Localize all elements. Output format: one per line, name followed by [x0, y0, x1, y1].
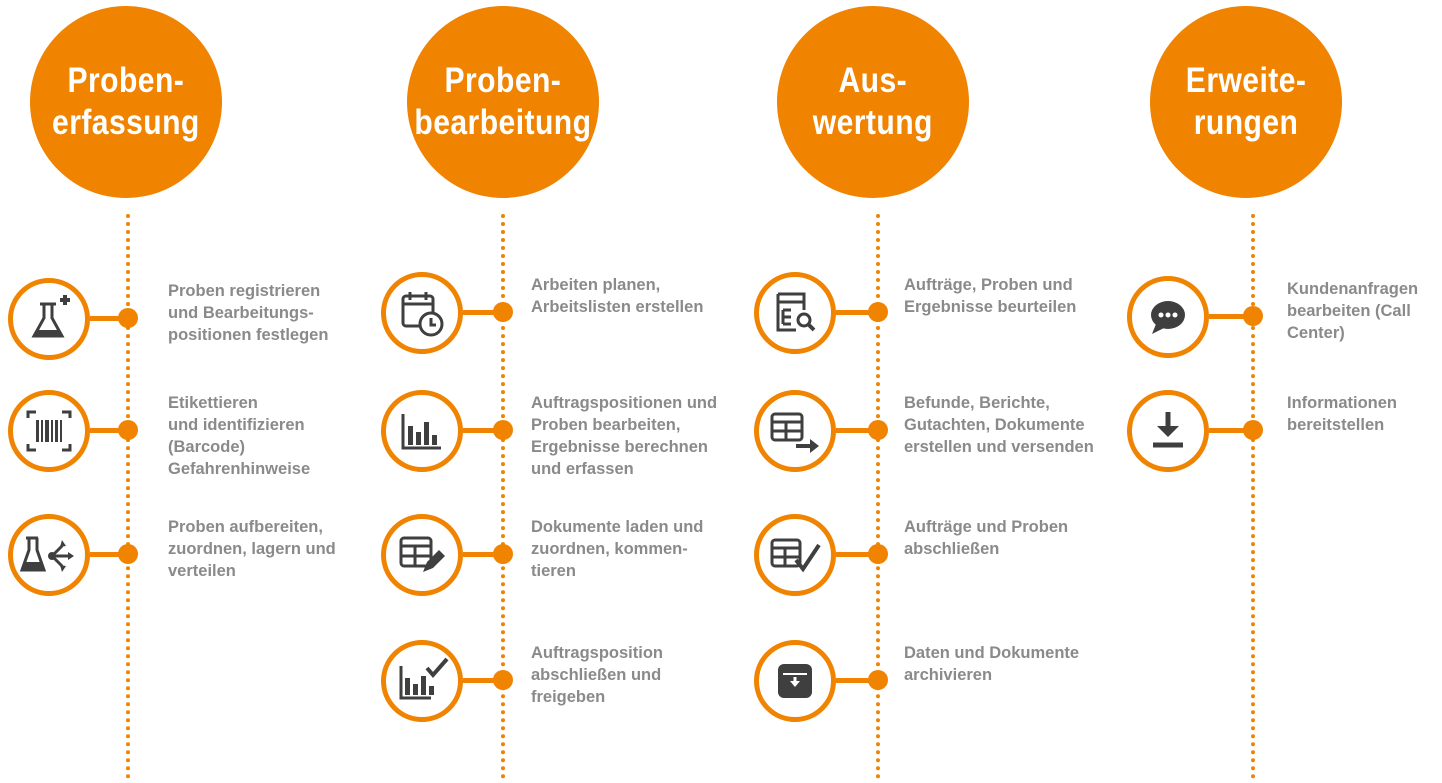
step-label: Befunde, Berichte, Gutachten, Dokumente … [904, 394, 1094, 456]
step-item: Dokumente laden und zuordnen, kommen- ti… [381, 514, 751, 598]
step-label: Aufträge, Proben und Ergebnisse beurteil… [904, 276, 1077, 316]
connector-line [1209, 428, 1253, 433]
phase-title: Proben- erfassung [52, 61, 200, 142]
connector-line [463, 678, 503, 683]
timeline-dotted-line [1251, 214, 1255, 779]
step-label: Auftragsposition abschließen und freigeb… [531, 644, 663, 706]
timeline-dot [1243, 306, 1263, 326]
step-item: Befunde, Berichte, Gutachten, Dokumente … [754, 390, 1124, 474]
timeline-dotted-line [126, 214, 130, 779]
connector-line [836, 678, 878, 683]
step-label: Aufträge und Proben abschließen [904, 518, 1069, 558]
step-item: Aufträge, Proben und Ergebnisse beurteil… [754, 272, 1124, 356]
bar-chart-check-icon [381, 640, 463, 722]
step-item: Aufträge und Proben abschließen [754, 514, 1124, 598]
step-label: Auftragspositionen und Proben bearbeiten… [531, 394, 718, 478]
timeline-dotted-line [876, 214, 880, 779]
barcode-icon [8, 390, 90, 472]
phase-header: Aus- wertung [777, 6, 969, 198]
connector-line [463, 310, 503, 315]
step-item: Auftragspositionen und Proben bearbeiten… [381, 390, 751, 478]
flask-distribute-icon [8, 514, 90, 596]
phase-header: Proben- bearbeitung [407, 6, 599, 198]
table-check-icon [754, 514, 836, 596]
timeline-dot [493, 544, 513, 564]
step-label: Arbeiten planen, Arbeitslisten erstellen [531, 276, 704, 316]
phase-title: Proben- bearbeitung [414, 61, 592, 142]
phase-title: Aus- wertung [812, 61, 934, 142]
timeline-dot [868, 302, 888, 322]
timeline-dot [868, 420, 888, 440]
connector-line [836, 552, 878, 557]
step-label: Etikettieren und identifizieren (Barcode… [168, 394, 311, 478]
timeline-dot [868, 544, 888, 564]
step-item: Kundenanfragen bearbeiten (Call Center) [1127, 276, 1442, 360]
timeline-dot [118, 308, 138, 328]
timeline-dotted-line [501, 214, 505, 779]
table-export-icon [754, 390, 836, 472]
phase-header: Proben- erfassung [30, 6, 222, 198]
step-label: Informationen bereitstellen [1287, 394, 1397, 434]
step-item: Auftragsposition abschließen und freigeb… [381, 640, 751, 724]
phase-title: Erweite- rungen [1185, 61, 1307, 142]
connector-line [836, 310, 878, 315]
step-label: Daten und Dokumente archivieren [904, 644, 1080, 684]
step-label: Kundenanfragen bearbeiten (Call Center) [1287, 280, 1419, 342]
timeline-dot [118, 420, 138, 440]
step-label: Proben aufbereiten, zuordnen, lagern und… [168, 518, 336, 580]
step-item: Arbeiten planen, Arbeitslisten erstellen [381, 272, 751, 356]
step-item: Informationen bereitstellen [1127, 390, 1442, 474]
chat-bubble-icon [1127, 276, 1209, 358]
timeline-dot [493, 420, 513, 440]
connector-line [1209, 314, 1253, 319]
timeline-dot [118, 544, 138, 564]
flask-plus-icon [8, 278, 90, 360]
connector-line [90, 316, 128, 321]
phase-header: Erweite- rungen [1150, 6, 1342, 198]
table-edit-icon [381, 514, 463, 596]
step-item: Proben aufbereiten, zuordnen, lagern und… [8, 514, 378, 598]
step-label: Dokumente laden und zuordnen, kommen- ti… [531, 518, 704, 580]
connector-line [90, 552, 128, 557]
step-item: Etikettieren und identifizieren (Barcode… [8, 390, 378, 478]
step-item: Daten und Dokumente archivieren [754, 640, 1124, 724]
connector-line [463, 552, 503, 557]
timeline-dot [1243, 420, 1263, 440]
timeline-dot [868, 670, 888, 690]
connector-line [836, 428, 878, 433]
connector-line [463, 428, 503, 433]
connector-line [90, 428, 128, 433]
step-item: Proben registrieren und Bearbeitungs- po… [8, 278, 378, 362]
timeline-dot [493, 670, 513, 690]
step-label: Proben registrieren und Bearbeitungs- po… [168, 282, 329, 344]
bar-chart-icon [381, 390, 463, 472]
download-icon [1127, 390, 1209, 472]
timeline-dot [493, 302, 513, 322]
document-search-icon [754, 272, 836, 354]
calendar-clock-icon [381, 272, 463, 354]
archive-icon [754, 640, 836, 722]
